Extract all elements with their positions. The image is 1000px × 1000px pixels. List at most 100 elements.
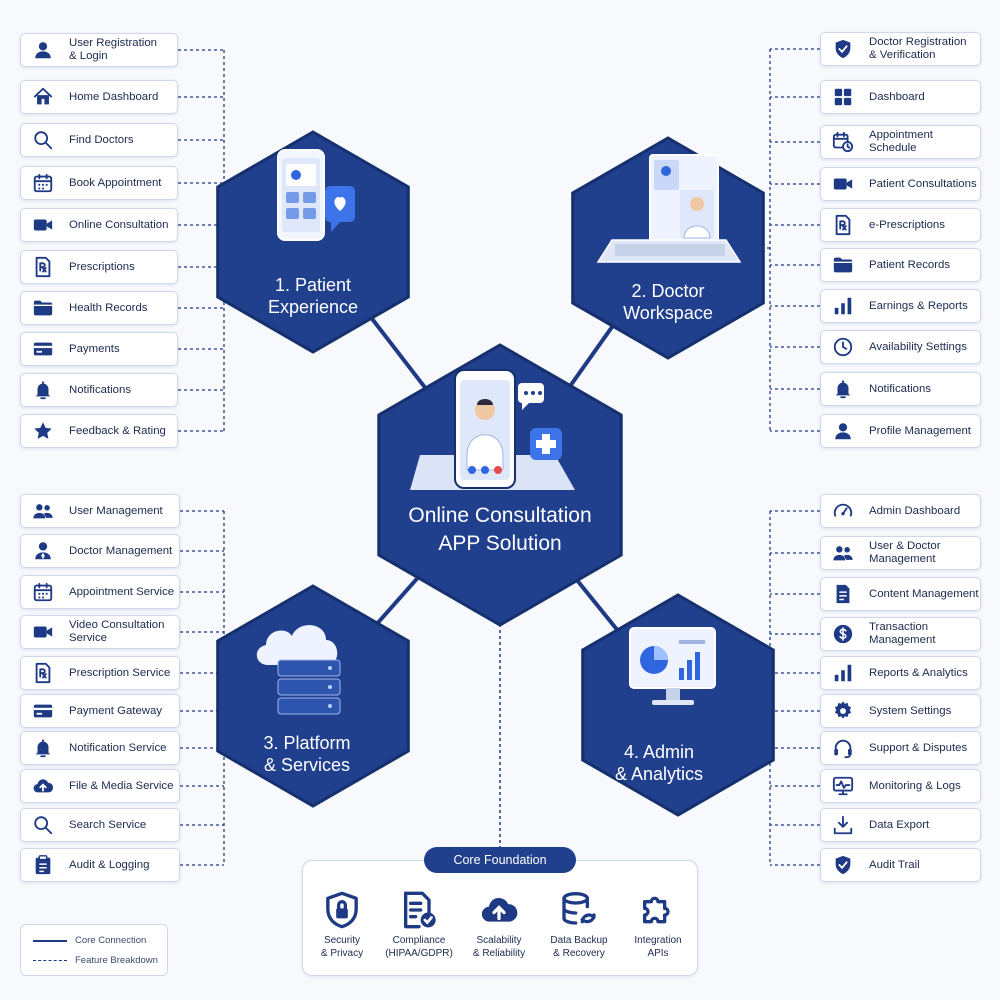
- monitor-pulse-icon: [832, 775, 854, 797]
- feature-label-line1: Audit & Logging: [69, 858, 150, 871]
- folder-icon: [32, 297, 54, 319]
- patient-title-line1: 1. Patient: [274, 275, 352, 295]
- user-icon: [832, 420, 854, 442]
- core-foundation-label-line1: Data Backup: [550, 935, 608, 946]
- feature-label: Appointment Service: [69, 586, 174, 599]
- feature-label: File & Media Service: [69, 780, 173, 793]
- feature-box: Prescription Service: [20, 656, 180, 690]
- prescription-icon: [32, 662, 54, 684]
- core-foundation-label-line2: & Recovery: [553, 948, 605, 959]
- core-foundation-label-line2: & Reliability: [472, 948, 526, 959]
- core-foundation-item: Data Backup & Recovery: [534, 890, 624, 960]
- feature-label-line1: Appointment Service: [69, 585, 175, 598]
- center-title-line1: Online Consultation: [408, 504, 592, 527]
- admin-module-title: 4. Admin & Analytics: [559, 741, 759, 785]
- bar-chart-icon: [832, 295, 854, 317]
- database-sync-icon: [559, 890, 599, 930]
- feature-label-line1: Content Management: [869, 587, 979, 600]
- feature-label-line1: Book Appointment: [69, 176, 162, 189]
- core-foundation-label-line2: (HIPAA/GDPR): [385, 948, 453, 959]
- feature-box: Audit & Logging: [20, 848, 180, 882]
- feature-box: Reports & Analytics: [820, 656, 981, 690]
- core-foundation-item: Scalability& Reliability: [454, 890, 544, 960]
- feature-label-line1: Data Export: [869, 818, 930, 831]
- feature-box: Notification Service: [20, 731, 180, 765]
- puzzle-icon: [638, 890, 678, 930]
- feature-box: Monitoring & Logs: [820, 769, 981, 803]
- feature-box: Audit Trail: [820, 848, 981, 882]
- star-icon: [32, 420, 54, 442]
- users-icon: [832, 542, 854, 564]
- doctor-icon: [32, 540, 54, 562]
- feature-label-line1: Payments: [69, 342, 120, 355]
- feature-label: Availability Settings: [869, 341, 967, 354]
- feature-box: Payment Gateway: [20, 694, 180, 728]
- doctor-module-title: 2. Doctor Workspace: [568, 280, 768, 324]
- feature-label-line1: Dashboard: [869, 90, 925, 103]
- feature-label: Health Records: [69, 302, 148, 315]
- feature-label-line1: Prescription Service: [69, 666, 171, 679]
- analytics-monitor-illustration: [629, 627, 716, 705]
- feature-box: Support & Disputes: [820, 731, 981, 765]
- shield-lock-icon: [322, 890, 362, 930]
- feature-label: System Settings: [869, 705, 951, 718]
- feature-label: Payments: [69, 343, 120, 356]
- feature-label: Notifications: [869, 383, 931, 396]
- feature-label: Patient Records: [869, 259, 950, 272]
- feature-box: Data Export: [820, 808, 981, 842]
- feature-label: Online Consultation: [69, 219, 168, 232]
- feature-box: Notifications: [820, 372, 981, 406]
- video-icon: [832, 173, 854, 195]
- feature-box: Feedback & Rating: [20, 414, 178, 448]
- feature-box: Profile Management: [820, 414, 981, 448]
- legend-solid-line: [33, 939, 67, 942]
- feature-label-line2: Management: [869, 553, 936, 565]
- download-icon: [832, 814, 854, 836]
- feature-label: Book Appointment: [69, 177, 161, 190]
- patient-title-line2: Experience: [267, 297, 359, 317]
- feature-label-line2: Service: [69, 632, 107, 644]
- feature-box: Health Records: [20, 291, 178, 325]
- feature-label-line1: User Management: [69, 504, 163, 517]
- core-foundation-item: Compliance(HIPAA/GDPR): [374, 890, 464, 960]
- feature-label: Admin Dashboard: [869, 505, 960, 518]
- cloud-upload-icon: [479, 890, 519, 930]
- gear-icon: [832, 700, 854, 722]
- feature-box: User Management: [20, 494, 180, 528]
- search-icon: [32, 814, 54, 836]
- feature-label-line1: File & Media Service: [69, 779, 174, 792]
- feature-box: Book Appointment: [20, 166, 178, 200]
- feature-label-line1: Audit Trail: [869, 858, 920, 871]
- platform-module-title: 3. Platform & Services: [207, 732, 407, 776]
- feature-label-line1: Transaction Management: [869, 621, 936, 646]
- feature-label: Content Management: [869, 588, 979, 601]
- feature-label-line1: User & Doctor: [869, 540, 941, 552]
- video-icon: [32, 621, 54, 643]
- center-title-line2: APP Solution: [438, 532, 562, 555]
- headset-icon: [832, 737, 854, 759]
- feature-label: Prescription Service: [69, 667, 170, 680]
- feature-box: User Registration& Login: [20, 33, 178, 67]
- user-icon: [32, 39, 54, 61]
- feature-box: Doctor Registration& Verification: [820, 32, 981, 66]
- feature-label-line1: Monitoring & Logs: [869, 779, 961, 792]
- compliance-doc-icon: [399, 890, 439, 930]
- feature-label: Patient Consultations: [869, 178, 977, 191]
- core-foundation-label-line1: Integration: [634, 935, 682, 946]
- feature-label-line1: Home Dashboard: [69, 90, 159, 103]
- users-icon: [32, 500, 54, 522]
- center-title: Online Consultation APP Solution: [350, 502, 650, 558]
- feature-box: Patient Consultations: [820, 167, 981, 201]
- bell-icon: [32, 379, 54, 401]
- feature-label: User Registration& Login: [69, 37, 157, 63]
- feature-label: Doctor Management: [69, 545, 172, 558]
- patient-phone-illustration: [277, 149, 355, 241]
- feature-label: Doctor Registration& Verification: [869, 36, 967, 62]
- card-icon: [32, 700, 54, 722]
- feature-label: Prescriptions: [69, 261, 135, 274]
- doctor-laptop-illustration: [596, 154, 742, 263]
- admin-title-line2: & Analytics: [614, 764, 704, 784]
